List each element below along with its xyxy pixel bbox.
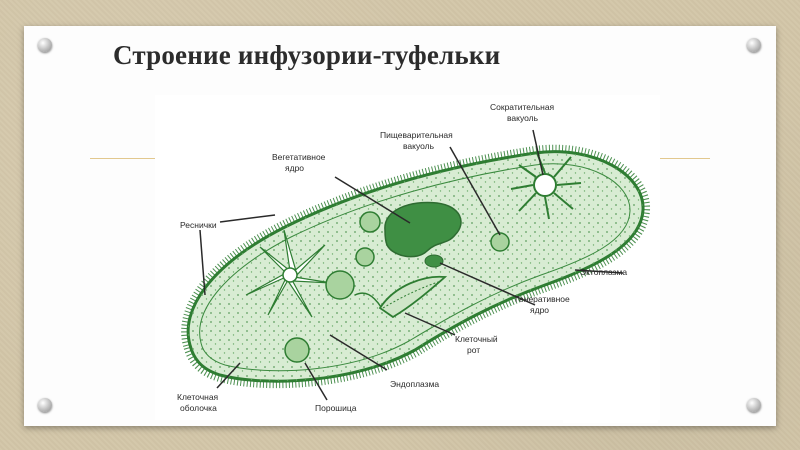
digestive-vacuoles bbox=[284, 211, 510, 363]
label-digestive-vacuole: Пищеварительная bbox=[380, 130, 453, 140]
page-title: Строение инфузории-туфельки bbox=[113, 40, 501, 70]
label-generative-nucleus: Генеративное bbox=[515, 294, 570, 304]
ectoplasm-line bbox=[199, 163, 631, 372]
label-generative-nucleus-2: ядро bbox=[530, 305, 549, 315]
pin-bottom-right-icon bbox=[747, 398, 761, 412]
diagram-labels: Сократительная вакуоль Пищеварительная в… bbox=[177, 102, 627, 413]
label-cell-membrane: Клеточная bbox=[177, 392, 219, 402]
label-vegetative-nucleus: Вегетативное bbox=[272, 152, 326, 162]
label-cell-mouth: Клеточный bbox=[455, 334, 498, 344]
paramecium-diagram: Сократительная вакуоль Пищеварительная в… bbox=[155, 95, 660, 420]
label-cell-mouth-2: рот bbox=[467, 345, 480, 355]
pin-top-right-icon bbox=[747, 38, 761, 52]
label-contractile-vacuole-2: вакуоль bbox=[507, 113, 539, 123]
right-contractile-vacuole bbox=[510, 152, 582, 220]
pin-bottom-left-icon bbox=[38, 398, 52, 412]
vegetative-nucleus bbox=[384, 201, 462, 258]
generative-nucleus bbox=[424, 254, 444, 268]
divider-left bbox=[90, 158, 156, 159]
label-ectoplasm: Эктоплазма bbox=[580, 267, 627, 277]
pin-top-left-icon bbox=[38, 38, 52, 52]
label-cilia: Реснички bbox=[180, 220, 217, 230]
label-endoplasm: Эндоплазма bbox=[390, 379, 439, 389]
label-anal-pore: Порошица bbox=[315, 403, 357, 413]
cell-mouth bbox=[378, 275, 448, 319]
divider-right bbox=[660, 158, 710, 159]
left-contractile-vacuole bbox=[245, 229, 333, 318]
label-digestive-vacuole-2: вакуоль bbox=[403, 141, 435, 151]
pointer-lines bbox=[199, 129, 624, 401]
label-cell-membrane-2: оболочка bbox=[180, 403, 217, 413]
label-contractile-vacuole: Сократительная bbox=[490, 102, 555, 112]
label-vegetative-nucleus-2: ядро bbox=[285, 163, 304, 173]
figure-corner-overlay bbox=[563, 343, 658, 423]
